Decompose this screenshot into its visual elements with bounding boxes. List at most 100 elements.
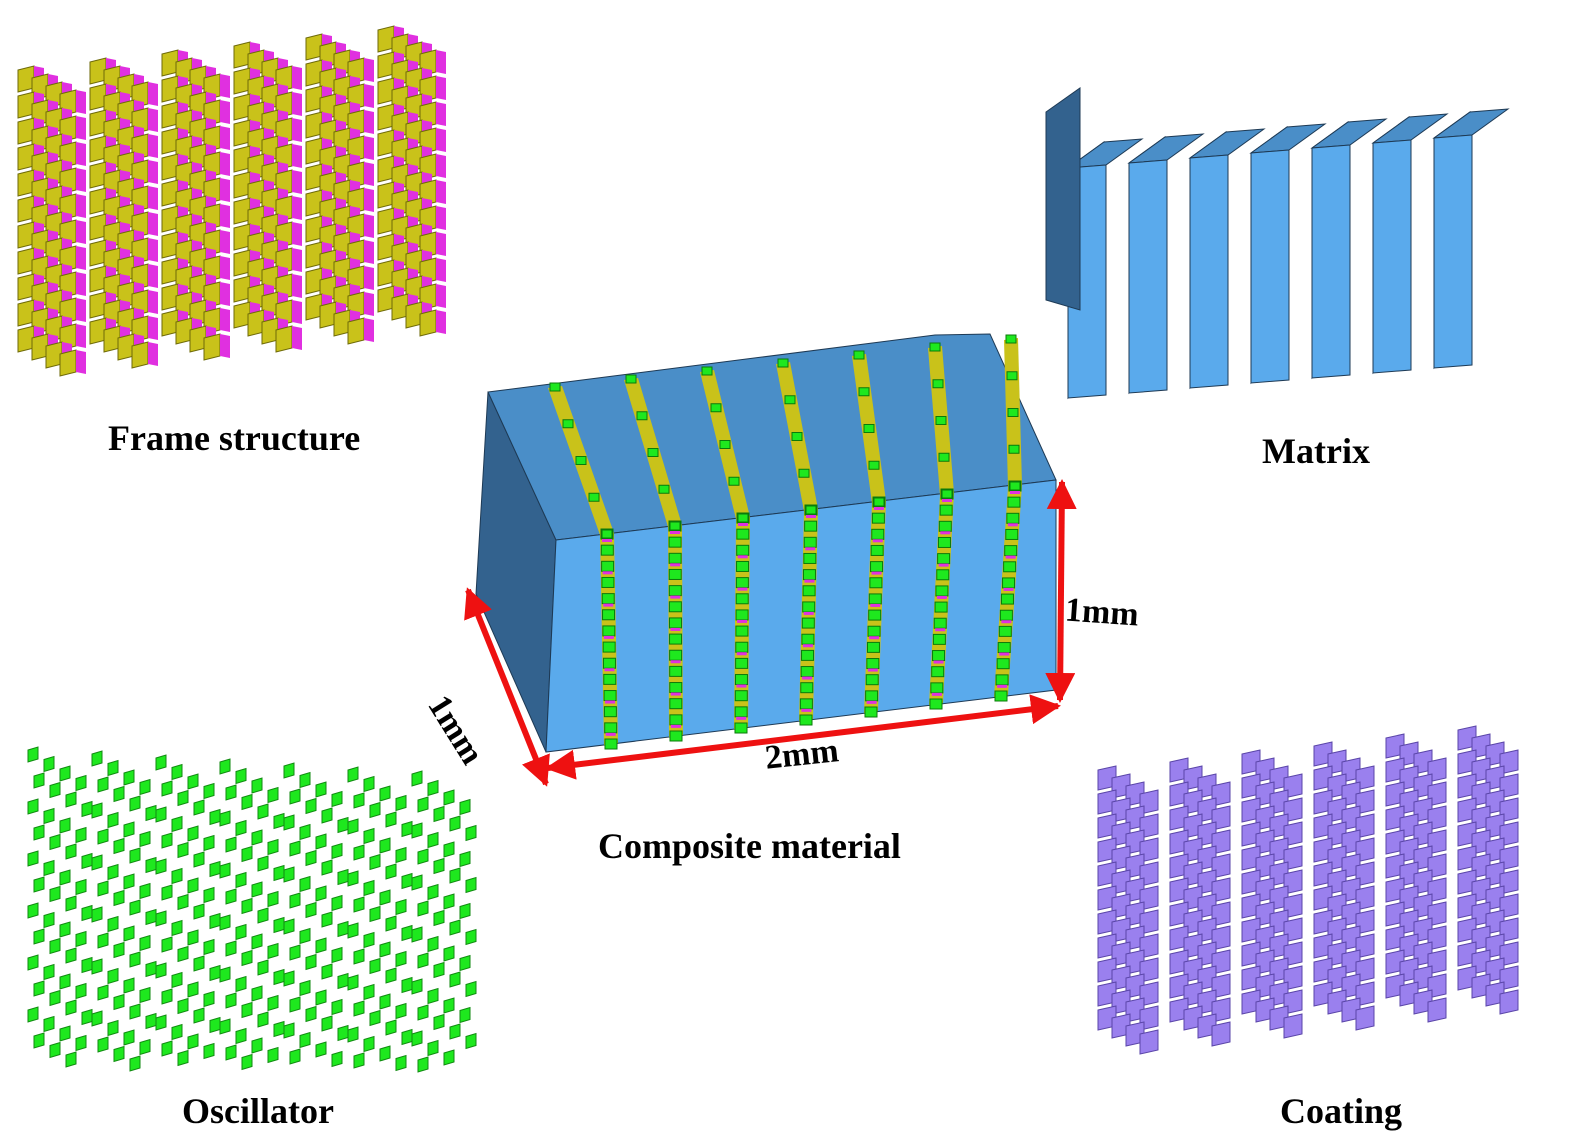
- frame-cell-magenta: [436, 154, 446, 178]
- oscillator-cube: [465, 980, 477, 998]
- oscillator-cube: [161, 884, 173, 901]
- frame-cell-magenta: [436, 128, 446, 152]
- composite-oscillator-cube: [669, 730, 683, 742]
- oscillator-cube: [145, 960, 157, 978]
- composite-oscillator-cube: [996, 658, 1010, 670]
- composite-frame-bit: [802, 644, 813, 648]
- composite-frame-bit: [736, 684, 747, 688]
- matrix-slab-front: [1128, 159, 1168, 394]
- composite-frame-bit: [670, 595, 681, 599]
- oscillator-cube: [209, 860, 221, 878]
- frame-structure-model: [17, 25, 446, 377]
- oscillator-cube: [369, 853, 381, 871]
- oscillator-cube: [283, 866, 295, 883]
- composite-oscillator-cube: [997, 642, 1011, 654]
- oscillator-cube: [155, 962, 167, 979]
- oscillator-cube: [171, 815, 183, 833]
- oscillator-cube: [427, 987, 439, 1005]
- oscillator-cube: [75, 774, 87, 792]
- composite-strip: [548, 382, 618, 750]
- oscillator-cube: [241, 897, 253, 915]
- oscillator-cube: [81, 956, 93, 974]
- oscillator-cube: [395, 898, 407, 916]
- oscillator-cube: [433, 857, 445, 875]
- composite-oscillator-cube: [935, 416, 947, 425]
- composite-oscillator-cube: [935, 585, 949, 597]
- composite-oscillator-cube: [1007, 408, 1019, 417]
- frame-cell-magenta: [364, 136, 374, 160]
- oscillator-cube: [27, 902, 39, 919]
- frame-cell-magenta: [436, 102, 446, 126]
- composite-oscillator-cube: [777, 358, 789, 368]
- composite-frame-bit: [866, 700, 877, 704]
- oscillator-cube: [59, 869, 71, 886]
- oscillator-cube: [123, 925, 135, 942]
- oscillator-cube: [353, 948, 365, 965]
- oscillator-cube: [187, 929, 199, 946]
- composite-oscillator-cube: [601, 593, 615, 605]
- frame-cell-magenta: [220, 100, 230, 124]
- oscillator-cube: [257, 855, 269, 872]
- oscillator-cube: [267, 1046, 279, 1064]
- composite-frame-bit: [602, 571, 613, 575]
- oscillator-cube: [235, 975, 247, 993]
- composite-oscillator-cube: [805, 505, 817, 515]
- oscillator-cube: [401, 820, 413, 838]
- oscillator-cube: [139, 830, 151, 848]
- composite-strip: [776, 358, 818, 726]
- oscillator-cube: [369, 801, 381, 819]
- oscillator-cube: [155, 858, 167, 875]
- composite-frame-bit: [737, 555, 748, 559]
- oscillator-cube: [347, 974, 359, 991]
- oscillator-cube: [107, 863, 119, 881]
- composite-oscillator-cube: [868, 460, 880, 470]
- oscillator-cube: [449, 971, 461, 988]
- composite-frame-bit: [804, 579, 815, 583]
- frame-cell-magenta: [148, 108, 158, 132]
- composite-oscillator-cube: [602, 609, 616, 621]
- oscillator-cube: [65, 999, 77, 1016]
- composite-oscillator-cube: [1003, 561, 1017, 573]
- oscillator-cube: [289, 996, 301, 1013]
- oscillator-cube: [417, 952, 429, 969]
- oscillator-cube: [267, 942, 279, 960]
- composite-oscillator-cube: [932, 650, 946, 662]
- oscillator-cube: [353, 1052, 365, 1069]
- oscillator-cube: [251, 829, 263, 846]
- oscillator-cube: [385, 863, 397, 880]
- matrix-model: [1045, 87, 1510, 400]
- oscillator-cube: [385, 1019, 397, 1036]
- composite-oscillator-cube: [562, 419, 574, 429]
- oscillator-cube: [187, 1033, 199, 1050]
- oscillator-cube: [433, 805, 445, 823]
- frame-cell-magenta: [436, 284, 446, 308]
- oscillator-cube: [155, 1014, 167, 1031]
- coating-cell: [1355, 1005, 1375, 1031]
- oscillator-cube: [427, 831, 439, 849]
- composite-oscillator-cube: [625, 374, 637, 384]
- oscillator-cube: [241, 1001, 253, 1019]
- composite-oscillator-cube: [1006, 512, 1020, 524]
- oscillator-cube: [187, 825, 199, 842]
- oscillator-cube: [411, 770, 423, 787]
- oscillator-cube: [465, 876, 477, 894]
- oscillator-cube: [161, 936, 173, 953]
- oscillator-cube: [193, 1007, 205, 1024]
- matrix-label: Matrix: [1262, 431, 1370, 471]
- frame-structure-label: Frame structure: [108, 418, 361, 458]
- composite-oscillator-cube: [863, 424, 875, 433]
- composite-oscillator-cube: [734, 706, 748, 718]
- oscillator-cube: [123, 977, 135, 994]
- oscillator-cube: [97, 828, 109, 845]
- oscillator-cube: [81, 800, 93, 818]
- composite-frame-bit: [602, 539, 612, 542]
- oscillator-cube: [305, 953, 317, 971]
- oscillator-cube: [225, 836, 237, 853]
- oscillator-cube: [193, 955, 205, 972]
- oscillator-cube: [59, 765, 71, 782]
- oscillator-cube: [219, 966, 231, 983]
- composite-frame-bit: [806, 515, 816, 518]
- coating-label: Coating: [1280, 1091, 1403, 1131]
- oscillator-cube: [395, 846, 407, 864]
- composite-material-label: Composite material: [598, 826, 901, 866]
